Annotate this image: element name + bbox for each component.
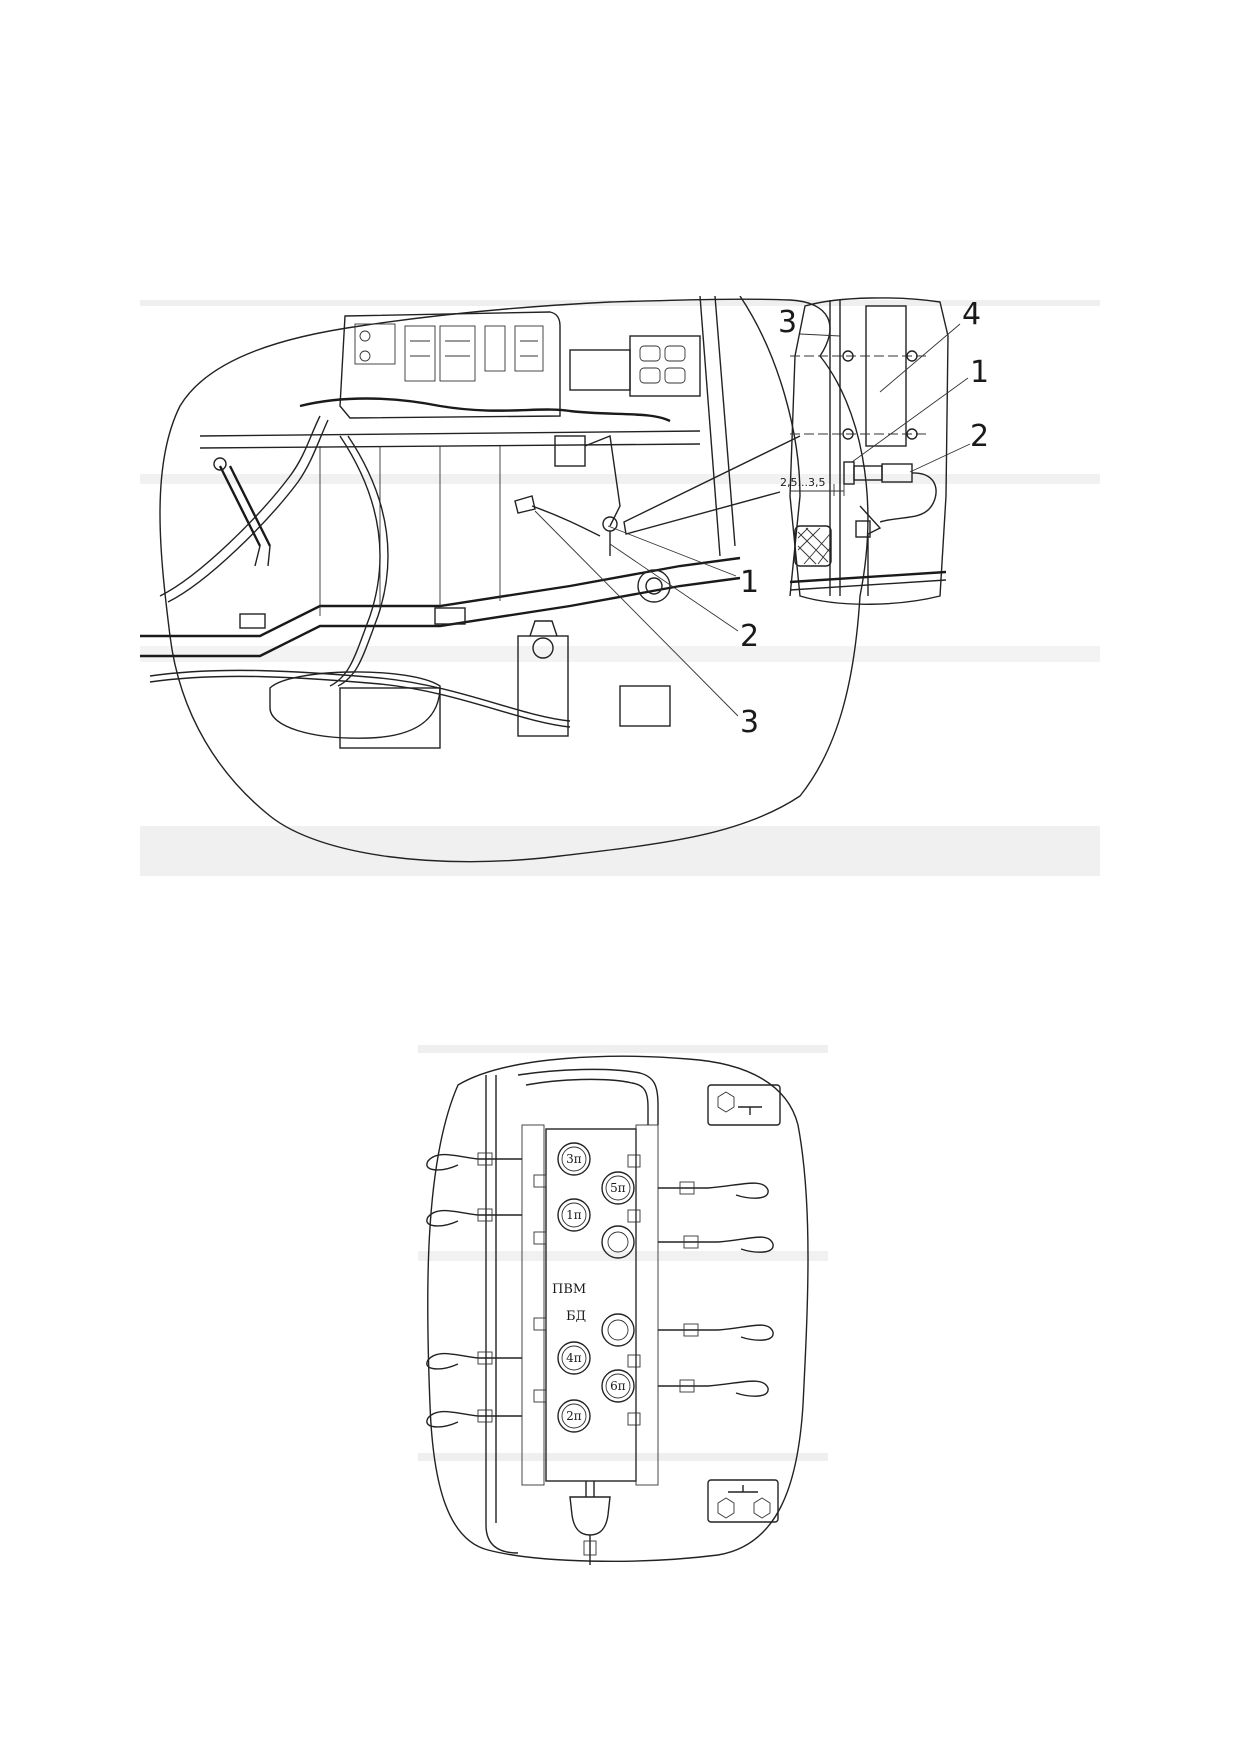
detail-callout-2: 2 bbox=[970, 419, 989, 454]
brake-pedal-pad bbox=[514, 495, 536, 514]
rear-connector bbox=[619, 685, 671, 727]
svg-text:2п: 2п bbox=[566, 1409, 582, 1423]
left-hose-coupling bbox=[426, 1208, 522, 1227]
detail-callout-3: 3 bbox=[778, 305, 797, 340]
section-3p: 3п bbox=[557, 1142, 591, 1176]
main-view-outline bbox=[159, 298, 869, 863]
brake-switch-installation-figure: 1 2 3 2,5...3,5 3 4 1 2 bbox=[140, 296, 1100, 890]
section-6p: 6п bbox=[601, 1369, 635, 1403]
scan-band bbox=[140, 474, 1100, 484]
relay-box bbox=[569, 349, 631, 391]
leader-line bbox=[799, 333, 841, 337]
scan-band bbox=[140, 826, 1100, 876]
lower-tank-outline bbox=[269, 671, 441, 739]
panel-switch-block bbox=[484, 325, 506, 372]
detail-view-outline bbox=[789, 297, 949, 605]
left-hose-coupling bbox=[426, 1351, 522, 1370]
svg-text:4п: 4п bbox=[566, 1351, 582, 1365]
leader-line bbox=[609, 543, 739, 632]
right-hose-coupling bbox=[658, 1379, 769, 1397]
svg-text:1п: 1п bbox=[566, 1208, 582, 1222]
svg-text:3п: 3п bbox=[566, 1152, 582, 1166]
mount-plate-top bbox=[707, 1084, 781, 1126]
hydraulic-distributor-figure: 3п 5п 1п 4п 6п 2п ПВМ БД bbox=[418, 1045, 828, 1565]
section-2p: 2п bbox=[557, 1399, 591, 1433]
instrument-panel bbox=[339, 311, 561, 419]
scan-band bbox=[140, 300, 1100, 306]
callout-3: 3 bbox=[740, 705, 759, 740]
scan-band bbox=[418, 1045, 828, 1053]
section-bd-valve bbox=[601, 1313, 635, 1347]
battery-box bbox=[339, 687, 441, 749]
pedestal bbox=[517, 635, 569, 737]
axle-hub bbox=[637, 569, 671, 603]
leader-line bbox=[607, 525, 737, 577]
left-hose-coupling bbox=[426, 1409, 522, 1428]
fuse-box bbox=[629, 335, 701, 397]
panel-lamp-icon bbox=[359, 330, 371, 342]
mount-plate-bottom bbox=[707, 1479, 779, 1523]
right-hose-coupling bbox=[658, 1323, 774, 1341]
leader-line bbox=[879, 323, 961, 393]
bottom-filter bbox=[569, 1496, 611, 1536]
panel-switch-block bbox=[439, 325, 476, 382]
callout-2: 2 bbox=[740, 619, 759, 654]
brake-switch-installation-drawing: 1 2 3 2,5...3,5 3 4 1 2 bbox=[140, 296, 1100, 876]
leader-line bbox=[909, 443, 971, 473]
svg-text:6п: 6п bbox=[610, 1379, 626, 1393]
detail-callout-1: 1 bbox=[970, 355, 989, 390]
wiring-harness bbox=[299, 397, 671, 423]
dimension-label: 2,5...3,5 bbox=[780, 476, 825, 489]
panel-lamp-icon bbox=[359, 350, 371, 362]
leader-line bbox=[851, 377, 969, 463]
callout-1: 1 bbox=[740, 565, 759, 600]
brake-pedal-arm bbox=[584, 435, 621, 527]
section-unlabeled-valve bbox=[601, 1225, 635, 1259]
detail-bracket bbox=[865, 305, 907, 447]
panel-gauge-block bbox=[354, 323, 396, 365]
detail-pointer-arrow bbox=[623, 435, 801, 535]
cab-frame-post bbox=[699, 296, 721, 557]
detail-callout-4: 4 bbox=[962, 297, 981, 332]
panel-switch-block bbox=[404, 325, 436, 382]
distributor-view-outline bbox=[426, 1055, 809, 1563]
label-bd: БД bbox=[566, 1309, 586, 1324]
svg-text:5п: 5п bbox=[610, 1181, 626, 1195]
right-hose-coupling bbox=[658, 1235, 774, 1253]
section-4p: 4п bbox=[557, 1341, 591, 1375]
scan-band bbox=[140, 646, 1100, 662]
panel-switch-block bbox=[514, 325, 544, 372]
label-pvm: ПВМ bbox=[552, 1282, 586, 1297]
scan-band bbox=[418, 1251, 828, 1261]
right-hose-coupling bbox=[658, 1181, 769, 1199]
hydraulic-distributor-drawing: 3п 5п 1п 4п 6п 2п ПВМ БД bbox=[418, 1045, 828, 1565]
pedal-pad-detail bbox=[794, 525, 832, 567]
section-1p: 1п bbox=[557, 1198, 591, 1232]
section-5p: 5п bbox=[601, 1171, 635, 1205]
leader-line bbox=[534, 510, 739, 717]
scan-band bbox=[418, 1453, 828, 1461]
pedal-bracket bbox=[554, 435, 586, 467]
left-hose-coupling bbox=[426, 1152, 522, 1171]
